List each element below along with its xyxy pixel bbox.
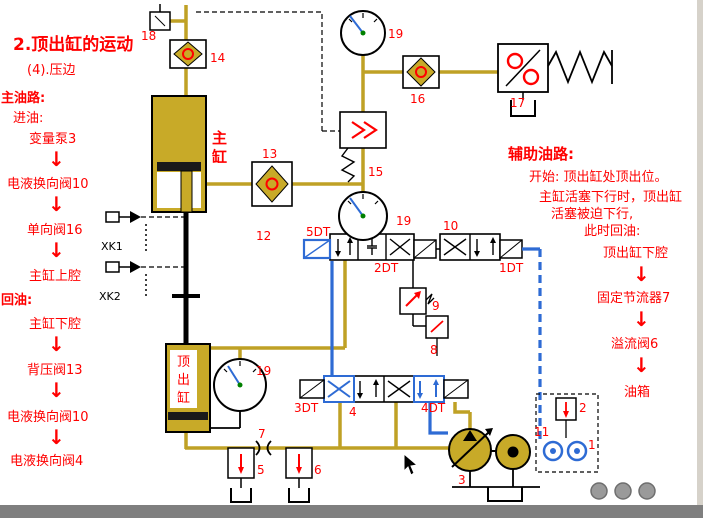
ejector-cylinder — [165, 343, 211, 433]
inlet-label: 进油: — [13, 111, 44, 126]
flow-step: 背压阀13 — [27, 363, 83, 378]
flow-step: 主缸下腔 — [29, 317, 82, 332]
main-tank — [452, 469, 540, 502]
gauge-top — [340, 10, 386, 56]
down-arrow: ↓ — [633, 262, 650, 286]
valve-6 — [285, 447, 313, 503]
aux-flow-step: 油箱 — [624, 385, 651, 400]
main-cylinder-label-2: 缸 — [212, 148, 227, 166]
label-12: 12 — [256, 229, 271, 243]
label-15: 15 — [368, 165, 383, 179]
down-arrow: ↓ — [48, 332, 65, 356]
label-10: 10 — [443, 219, 458, 233]
aux-intro-line: 活塞被迫下行, — [551, 207, 634, 222]
relief-valve-15 — [339, 111, 387, 183]
valve-18 — [149, 4, 171, 31]
gauge-middle — [338, 191, 388, 241]
label-19-mid: 19 — [396, 214, 411, 228]
gauge-ejector — [210, 358, 267, 429]
bottom-bar — [0, 505, 703, 518]
label-3dt: 3DT — [294, 401, 319, 415]
active-return-pipes — [330, 247, 542, 440]
label-2: 2 — [579, 401, 587, 415]
ejector-label-3: 缸 — [177, 390, 190, 406]
label-19-ej: 19 — [256, 364, 271, 378]
main-cylinder — [151, 95, 207, 344]
down-arrow: ↓ — [48, 425, 65, 449]
scrollbar[interactable] — [697, 0, 703, 518]
label-5dt: 5DT — [306, 225, 331, 239]
valve-5 — [227, 447, 255, 503]
limit-switch-xk2 — [105, 261, 147, 296]
ejector-label-2: 出 — [177, 373, 190, 388]
label-6: 6 — [314, 463, 322, 477]
down-arrow: ↓ — [48, 192, 65, 216]
label-17: 17 — [510, 96, 525, 110]
label-14: 14 — [210, 51, 225, 65]
label-7: 7 — [258, 427, 266, 441]
aux-intro-line: 此时回油: — [584, 224, 641, 239]
ejector-label-1: 顶 — [177, 355, 190, 370]
mouse-cursor — [403, 452, 419, 476]
slide-nav-dot[interactable] — [590, 482, 608, 500]
check-valve-16 — [402, 55, 440, 89]
aux-intro-line: 开始: 顶出缸处顶出位。 — [529, 170, 668, 185]
flow-step: 变量泵3 — [29, 132, 77, 147]
down-arrow: ↓ — [48, 238, 65, 262]
valve-8 — [425, 315, 449, 356]
label-4: 4 — [349, 405, 357, 419]
label-1dt: 1DT — [499, 261, 524, 275]
check-valve-13-12 — [251, 161, 293, 207]
xk2-label: XK2 — [99, 290, 121, 303]
label-13: 13 — [262, 147, 277, 161]
label-19-top: 19 — [388, 27, 403, 41]
label-1: 1 — [588, 438, 596, 452]
filter-unit — [535, 393, 599, 473]
electric-motor — [491, 434, 531, 470]
slide-nav-dot[interactable] — [614, 482, 632, 500]
down-arrow: ↓ — [633, 307, 650, 331]
label-16: 16 — [410, 92, 425, 106]
aux-flow-step: 固定节流器7 — [597, 291, 671, 306]
slide-nav-dot[interactable] — [638, 482, 656, 500]
flow-step: 电液换向阀10 — [7, 177, 89, 192]
pump-3 — [448, 428, 493, 472]
label-18: 18 — [141, 29, 156, 43]
page-subtitle: (4).压边 — [27, 63, 76, 78]
aux-intro-line: 主缸活塞下行时，顶出缸 — [539, 190, 683, 205]
component-numbers: 18 14 19 16 17 15 13 12 19 10 9 8 19 4 7… — [141, 27, 596, 487]
flow-step: 主缸上腔 — [29, 269, 82, 284]
down-arrow: ↓ — [48, 378, 65, 402]
fixed-orifice-7 — [255, 440, 272, 456]
label-9: 9 — [432, 299, 440, 313]
page-title: 2.顶出缸的运动 — [13, 35, 134, 55]
main-cylinder-label-1: 主 — [212, 129, 227, 147]
aux-flow-step: 顶出缸下腔 — [603, 246, 669, 261]
flow-step: 电液换向阀10 — [7, 410, 89, 425]
label-11: 11 — [534, 425, 549, 439]
label-3: 3 — [458, 473, 466, 487]
down-arrow: ↓ — [48, 147, 65, 171]
cylinder-labels: 主 缸 顶 出 缸 XK1 XK2 — [99, 129, 227, 406]
flow-step: 电液换向阀4 — [10, 454, 84, 469]
valve-9 — [399, 287, 435, 327]
pressure-switch-17 — [497, 43, 613, 117]
aux-circuit-heading: 辅助油路: — [508, 145, 574, 163]
main-circuit-heading: 主油路: — [1, 91, 46, 106]
label-2dt: 2DT — [374, 261, 399, 275]
directional-valve-4 — [299, 375, 469, 403]
label-5: 5 — [257, 463, 265, 477]
flow-step: 单向阀16 — [27, 223, 83, 238]
pilot-lines — [141, 11, 340, 268]
limit-switch-xk1 — [105, 211, 147, 254]
label-4dt: 4DT — [421, 401, 446, 415]
return-label: 回油: — [1, 293, 33, 308]
aux-flow-step: 溢流阀6 — [611, 337, 659, 352]
down-arrow: ↓ — [633, 353, 650, 377]
check-valve-14 — [169, 39, 207, 69]
label-8: 8 — [430, 343, 438, 357]
directional-valve-10 — [412, 233, 523, 288]
xk1-label: XK1 — [101, 240, 123, 253]
